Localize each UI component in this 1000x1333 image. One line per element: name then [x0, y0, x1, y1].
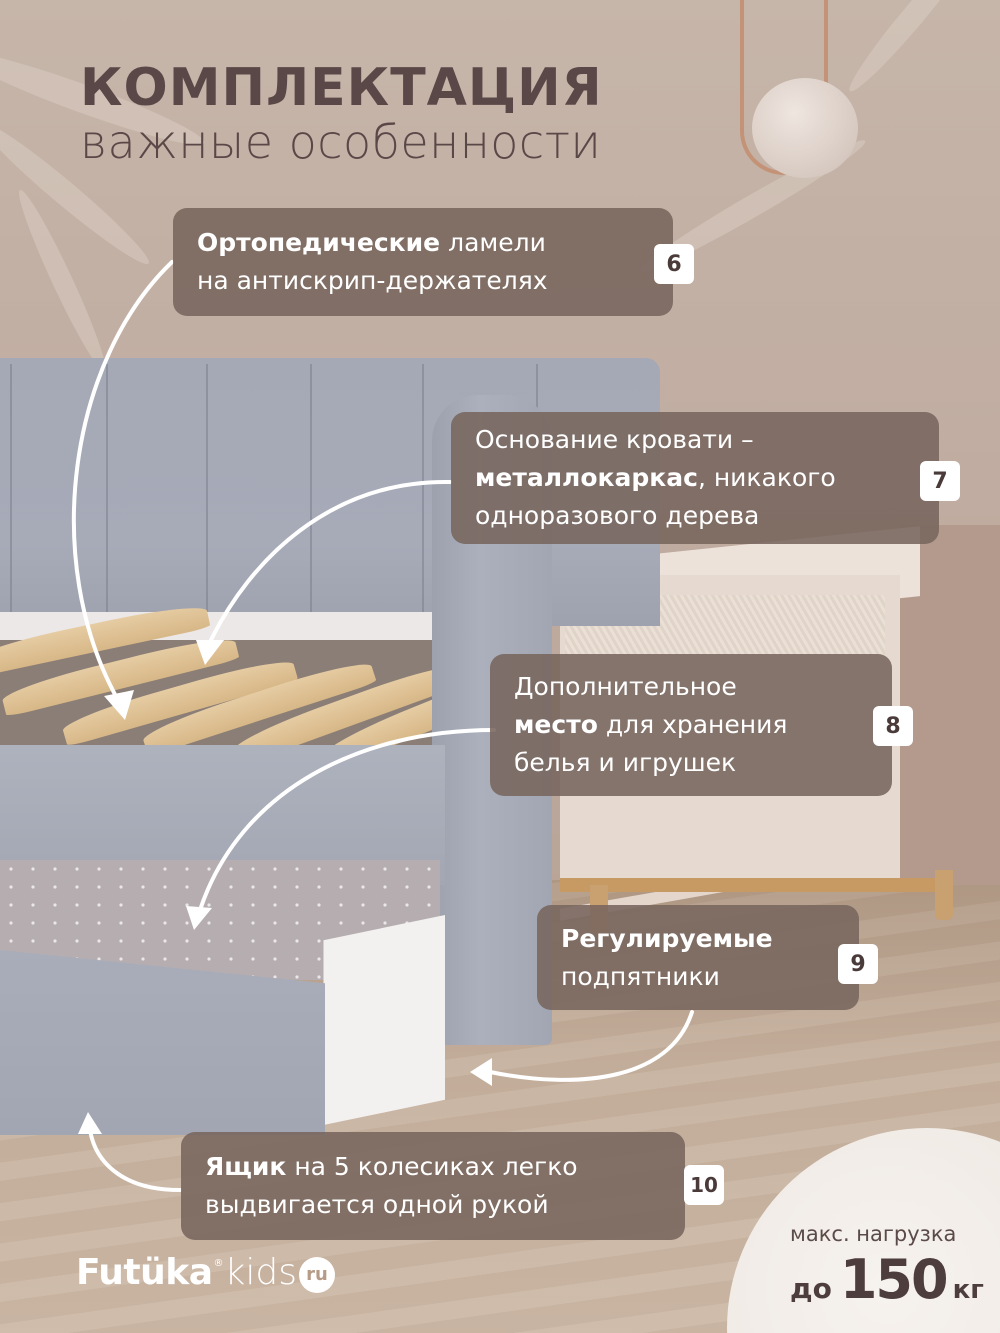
callout-drawer-wheels: Ящик на 5 колесиках легко выдвигается од… — [181, 1132, 685, 1240]
callout-adjustable-feet: Регулируемые подпятники — [537, 905, 859, 1010]
callout-line: на антискрип-держателях — [197, 262, 649, 300]
callout-bold-text: металлокаркас — [475, 463, 698, 492]
callout-text: ламели — [440, 228, 546, 257]
callout-text: Дополнительное — [514, 672, 737, 701]
drawer-side-panel — [323, 915, 445, 1125]
callout-text: на антискрип-держателях — [197, 266, 548, 295]
logo-suffix: kids — [224, 1252, 297, 1293]
callout-text: подпятники — [561, 961, 720, 991]
callout-orthopedic-slats: Ортопедические ламели на антискрип-держа… — [173, 208, 673, 316]
callout-text: одноразового дерева — [475, 501, 760, 530]
callout-text: , никакого — [697, 463, 836, 492]
callout-line: Регулируемые — [561, 920, 835, 958]
headboard-channel — [310, 364, 312, 622]
registered-mark-icon: ® — [213, 1258, 224, 1269]
callout-text: выдвигается одной рукой — [205, 1190, 549, 1219]
callout-number-badge: 9 — [838, 944, 878, 984]
callout-bold-text: Ортопедические — [197, 228, 441, 257]
page-title: КОМПЛЕКТАЦИЯ — [80, 58, 603, 118]
callout-line: Ящик на 5 колесиках легко — [205, 1148, 661, 1186]
callout-line: выдвигается одной рукой — [205, 1186, 661, 1224]
callout-line: место для хранения — [514, 706, 868, 744]
max-load-label: макс. нагрузка — [790, 1222, 957, 1246]
callout-text: Основание кровати – — [475, 425, 754, 454]
callout-line: Ортопедические ламели — [197, 224, 649, 262]
callout-text: для хранения — [597, 710, 788, 739]
callout-line: Дополнительное — [514, 668, 868, 706]
nightstand-base — [560, 878, 940, 892]
headboard-channel — [206, 364, 208, 622]
max-load-number: 150 — [839, 1248, 949, 1311]
page-subtitle: важные особенности — [80, 115, 602, 169]
max-load-prefix: до — [790, 1272, 832, 1305]
callout-bold-text: место — [514, 710, 598, 739]
pendant-lamp-globe — [752, 78, 858, 178]
callout-line: металлокаркас, никакого — [475, 459, 915, 497]
callout-number-badge: 7 — [920, 461, 960, 501]
callout-text: белья и игрушек — [514, 748, 737, 777]
callout-number-badge: 6 — [654, 244, 694, 284]
callout-line: Основание кровати – — [475, 421, 915, 459]
callout-bold-text: Регулируемые — [561, 923, 773, 953]
drawer-front-panel — [0, 950, 325, 1135]
callout-line: подпятники — [561, 958, 835, 996]
callout-number-badge: 8 — [873, 706, 913, 746]
headboard-channel — [422, 364, 424, 622]
headboard-channel — [106, 364, 108, 622]
callout-text: на 5 колесиках легко — [286, 1152, 578, 1181]
logo-domain-badge: ru — [298, 1256, 335, 1293]
callout-line: белья и игрушек — [514, 744, 868, 782]
brand-logo: Futüka ® kids ru — [76, 1252, 335, 1293]
logo-brand-name: Futüka — [76, 1252, 213, 1293]
nightstand-leg — [935, 870, 953, 920]
callout-bold-text: Ящик — [205, 1152, 287, 1181]
max-load-value: до 150 кг — [790, 1248, 984, 1311]
max-load-unit: кг — [952, 1275, 984, 1305]
callout-metal-frame: Основание кровати – металлокаркас, никак… — [451, 412, 939, 544]
headboard-channel — [10, 364, 12, 622]
callout-storage-space: Дополнительное место для хранения белья … — [490, 654, 892, 796]
callout-number-badge: 10 — [684, 1165, 724, 1205]
callout-line: одноразового дерева — [475, 497, 915, 535]
